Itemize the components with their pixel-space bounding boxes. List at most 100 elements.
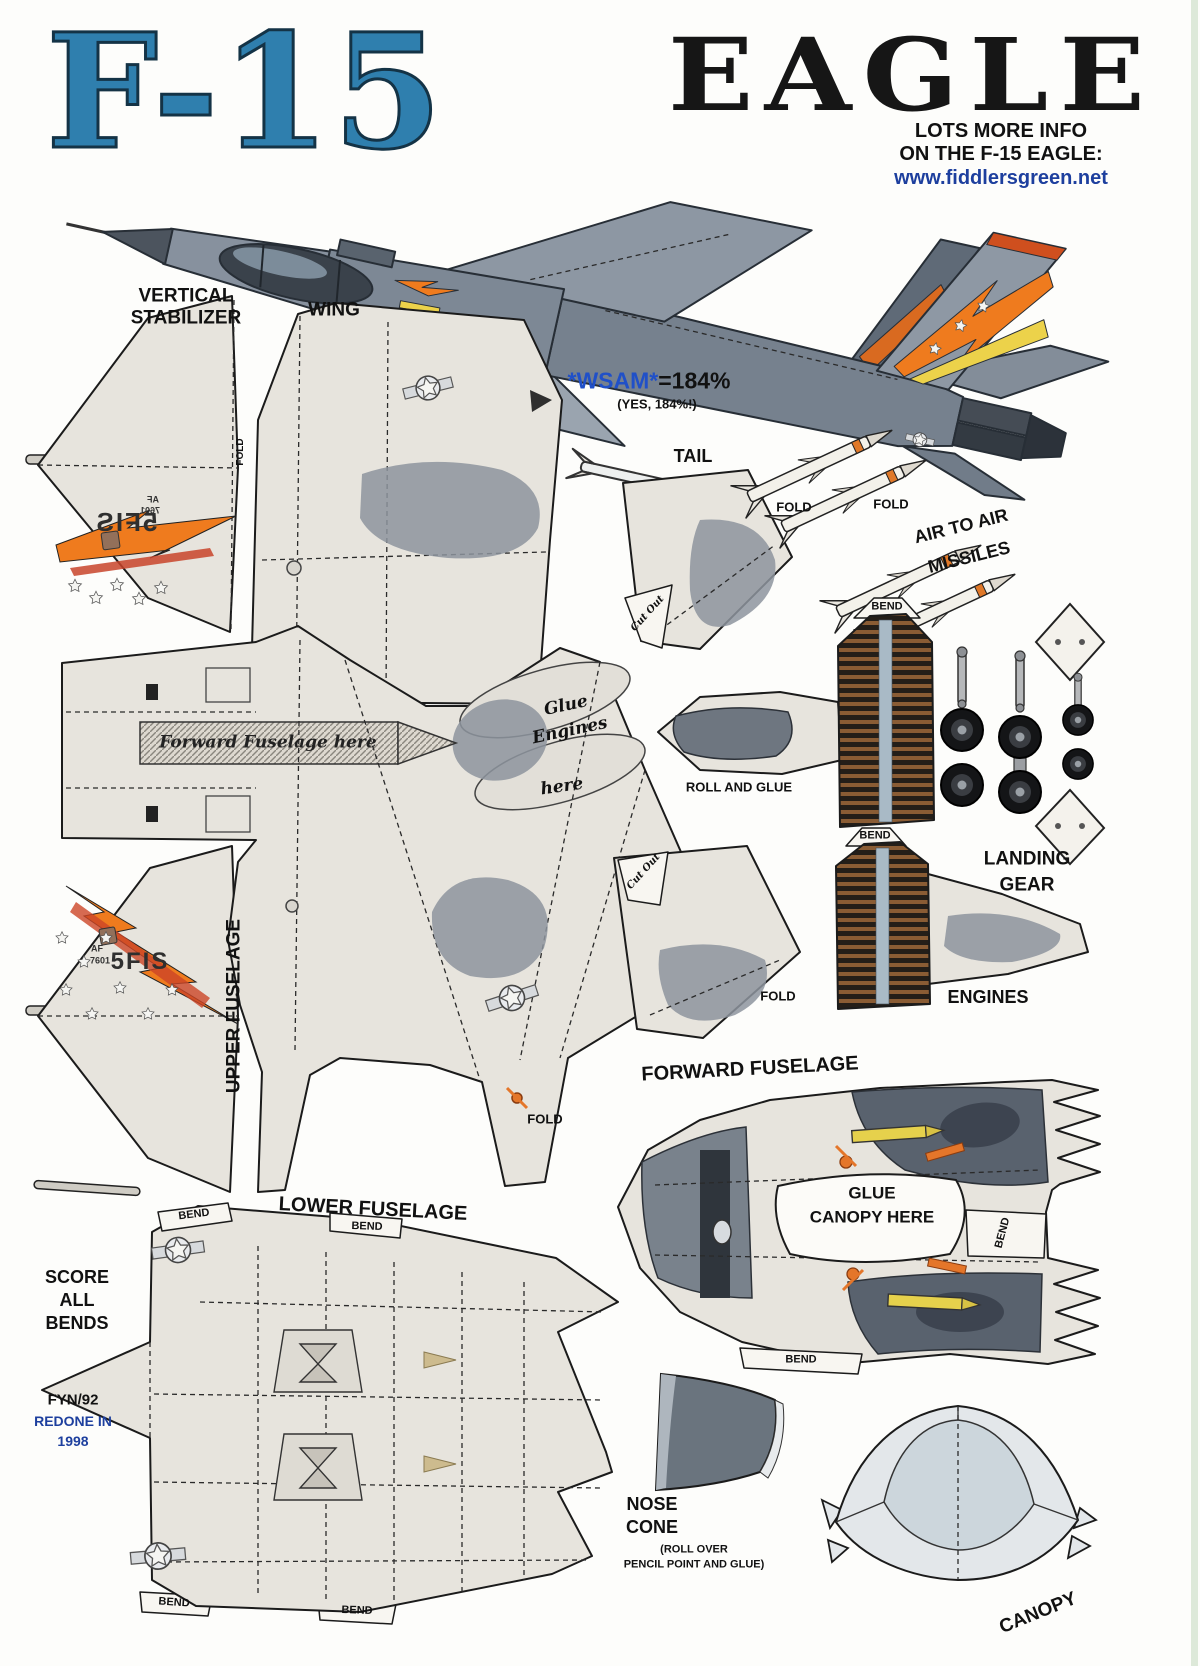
tan-arrow xyxy=(423,1351,457,1369)
cut-out-flap xyxy=(617,851,669,906)
part-wing xyxy=(251,302,563,705)
label-landing-gear-1: LANDING xyxy=(983,848,1071,870)
left-stabilator xyxy=(902,445,1026,501)
canopy-glue-area xyxy=(774,1173,966,1263)
label-vertical-stabilizer-2: STABILIZER xyxy=(130,307,242,329)
af-marking: AF xyxy=(91,943,103,954)
part-engines xyxy=(835,827,1089,1010)
canopy-bubble xyxy=(883,1419,1035,1551)
glue-band xyxy=(139,721,399,765)
right-stabilator xyxy=(913,344,1110,400)
squadron-code: 5FIS xyxy=(110,948,170,975)
label-tail: TAIL xyxy=(673,446,713,466)
bend-label: BEND xyxy=(351,1219,383,1234)
gear-strut xyxy=(1014,650,1026,713)
serial-marking: 7601 xyxy=(89,955,111,966)
wsam-label: *WSAM* xyxy=(567,367,659,394)
part-nose-cone xyxy=(654,1372,785,1492)
glue-band-chevron xyxy=(397,720,459,766)
fold-label: FOLD xyxy=(760,988,796,1004)
nose-note-2: PENCIL POINT AND GLUE) xyxy=(623,1558,765,1571)
page-title-eagle: EAGLE xyxy=(668,16,1157,134)
gear-wheel xyxy=(940,763,984,807)
part-vertical-stabilizer-top xyxy=(25,295,239,633)
part-lower-fuselage xyxy=(41,1202,619,1625)
bend-flap xyxy=(739,1347,863,1375)
scale-note: *WSAM*=184% xyxy=(567,367,731,394)
tan-arrow xyxy=(423,1455,457,1473)
credit-fyn: FYN/92 xyxy=(47,1391,99,1409)
bend-label: BEND xyxy=(341,1603,373,1618)
bend-label: BEND xyxy=(158,1595,191,1610)
page-edge-strip xyxy=(1191,0,1198,1666)
aircraft-illustration xyxy=(66,201,1110,501)
page-title-f15: F-15 xyxy=(45,0,445,187)
label-nose-1: NOSE xyxy=(626,1494,678,1514)
part-canopy xyxy=(820,1404,1098,1582)
gear-wheel xyxy=(940,708,984,752)
bend-label: BEND xyxy=(785,1353,817,1366)
label-landing-gear-2: GEAR xyxy=(999,874,1055,896)
roll-and-glue-text: ROLL AND GLUE xyxy=(685,779,793,795)
fuselage-lightning xyxy=(394,279,459,297)
label-nose-2: CONE xyxy=(625,1517,679,1537)
part-engine-strip xyxy=(837,597,935,828)
part-vertical-stabilizer-bottom xyxy=(25,845,239,1197)
score-text-2: ALL xyxy=(59,1290,95,1310)
label-engines: ENGINES xyxy=(947,987,1029,1007)
cut-out-flap xyxy=(624,584,673,649)
scale-note-sub: (YES, 184%!) xyxy=(617,396,697,412)
fin-yellow-band xyxy=(909,319,1049,385)
yellow-missile xyxy=(887,1293,982,1311)
antenna-rod xyxy=(33,1179,141,1197)
fold-arrow xyxy=(530,390,552,412)
gear-wheel xyxy=(1062,704,1094,736)
site-url: www.fiddlersgreen.net xyxy=(894,167,1108,189)
part-roll-and-glue xyxy=(657,691,843,775)
fold-label: FOLD xyxy=(873,496,909,512)
gear-wheel xyxy=(1062,748,1094,780)
glue-canopy-text-2: CANOPY HERE xyxy=(809,1207,935,1227)
bend-flap xyxy=(157,1202,233,1232)
part-landing-gear xyxy=(940,602,1106,866)
glue-canopy-text-1: GLUE xyxy=(848,1183,896,1203)
wsam-value: =184% xyxy=(658,367,731,394)
score-text-1: SCORE xyxy=(44,1267,110,1287)
gear-wheel xyxy=(998,715,1042,759)
label-upper-fuselage: UPPER FUSELAGE xyxy=(223,918,245,1094)
bend-flap xyxy=(329,1212,403,1239)
credit-redone-1: REDONE IN xyxy=(34,1413,112,1429)
info-line-2: ON THE F-15 EAGLE: xyxy=(899,143,1103,165)
score-text-3: BENDS xyxy=(45,1313,109,1333)
serial-marking-mirrored: 7601 xyxy=(139,505,161,516)
gear-door xyxy=(1034,788,1106,866)
nose-note-1: (ROLL OVER xyxy=(660,1543,728,1556)
bend-label: BEND xyxy=(859,829,891,842)
gear-strut xyxy=(956,646,968,709)
part-upper-fuselage xyxy=(61,625,689,1193)
yellow-missile xyxy=(850,1124,946,1144)
radome xyxy=(101,228,174,266)
canopy-highlight xyxy=(233,247,327,279)
part-forward-fuselage xyxy=(617,1079,1101,1375)
gear-door xyxy=(1034,602,1106,682)
engine-glue-lobe xyxy=(474,733,646,811)
label-wing: WING xyxy=(308,299,360,321)
af-marking-mirrored: AF xyxy=(147,494,159,505)
nozzle-cone xyxy=(1020,414,1067,460)
fin-tip-band xyxy=(986,232,1067,261)
air-intake-top xyxy=(336,238,397,269)
glue-fuselage-text: Forward Fuselage here xyxy=(159,732,377,753)
gear-wheel xyxy=(998,770,1042,814)
bend-flap xyxy=(965,1209,1047,1259)
info-line-1: LOTS MORE INFO xyxy=(914,120,1088,142)
missile xyxy=(763,443,935,550)
red-streak xyxy=(70,548,214,576)
credit-redone-2: 1998 xyxy=(57,1433,89,1449)
squadron-badge xyxy=(100,530,121,551)
fold-label: FOLD xyxy=(235,438,246,466)
part-tail-lower xyxy=(613,845,801,1039)
fold-label: FOLD xyxy=(527,1111,563,1127)
